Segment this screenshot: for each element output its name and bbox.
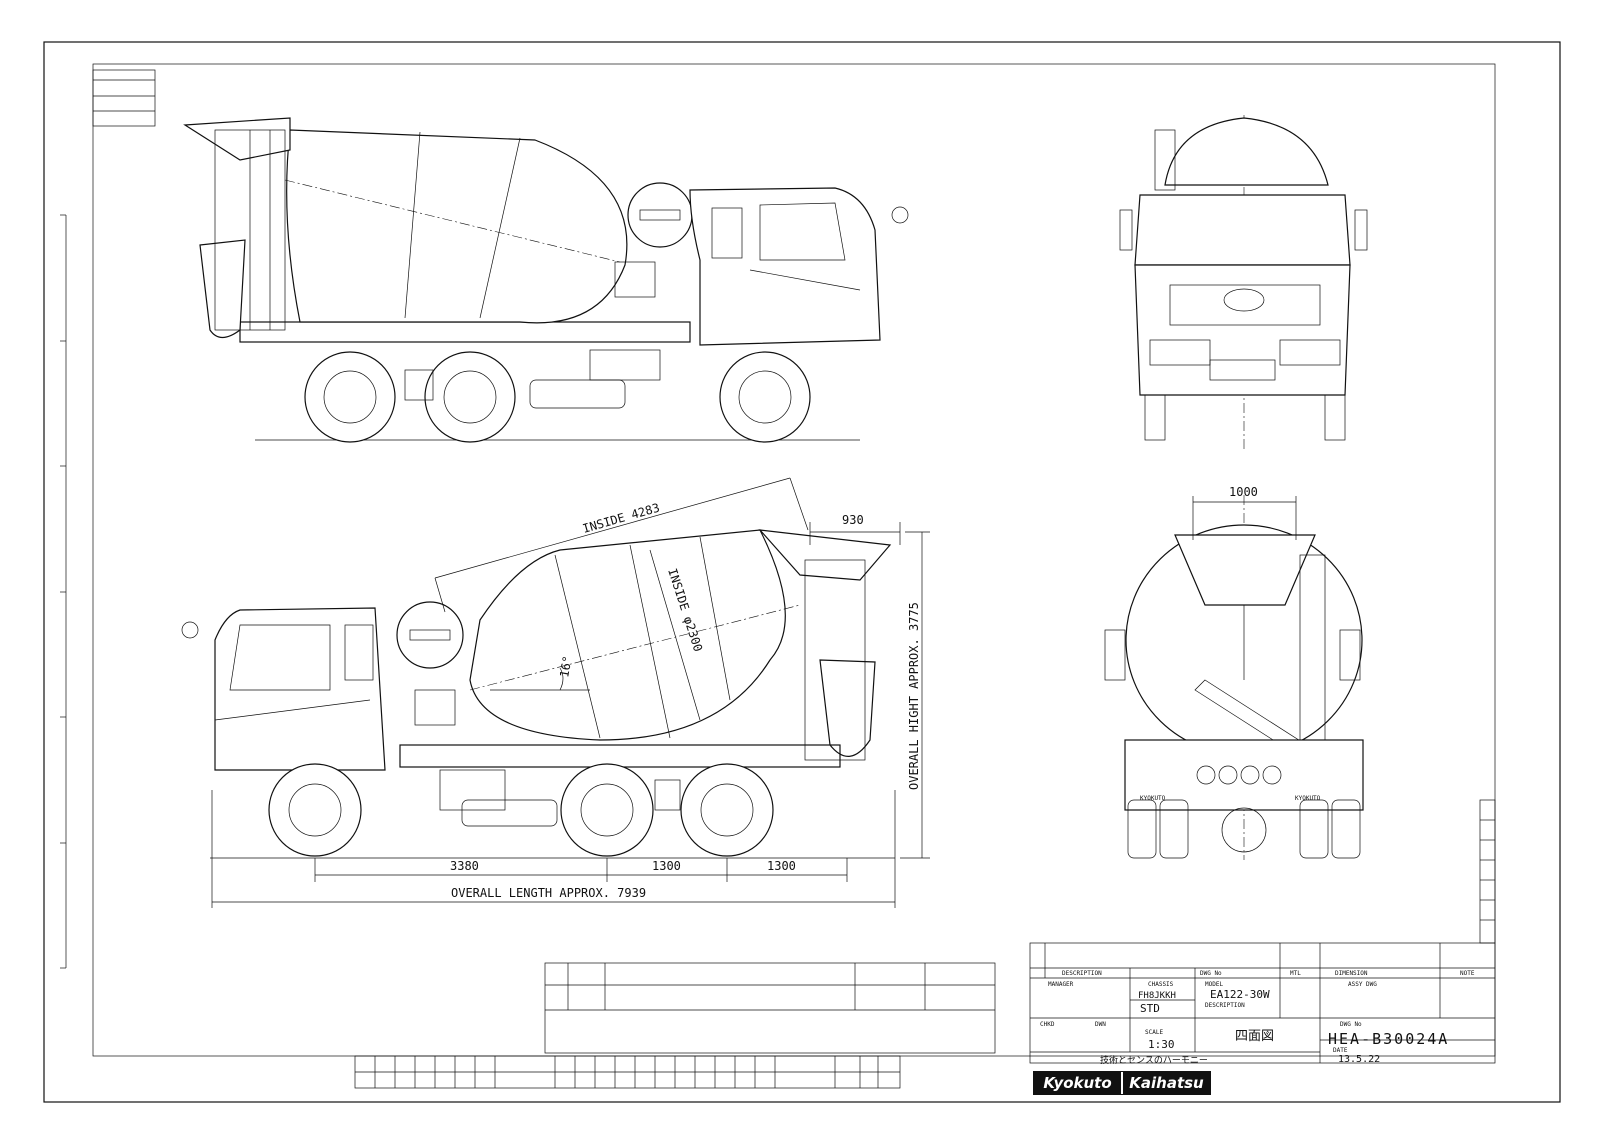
dim-chute-offset: 930: [842, 513, 864, 527]
tb-manager-label: MANAGER: [1048, 981, 1074, 988]
dim-overall-height: OVERALL HIGHT APPROX. 3775: [907, 602, 921, 790]
outer-border: [43, 41, 1561, 1103]
tb-dwn-label: DWN: [1095, 1021, 1106, 1028]
tb-model-value: EA122-30W: [1210, 988, 1270, 1001]
logo-right-text: Kaihatsu: [1121, 1072, 1210, 1094]
tb-std-value: STD: [1140, 1002, 1160, 1015]
tb-dwgno-header: DWG No: [1200, 970, 1222, 977]
tb-chkd-label: CHKD: [1040, 1021, 1055, 1028]
parts-strip: [354, 1055, 901, 1089]
badge-left: KYOKUTO: [1140, 795, 1166, 802]
tb-desc-label: DESCRIPTION: [1205, 1002, 1245, 1009]
scale-ruler: [60, 214, 67, 969]
badge-right: KYOKUTO: [1295, 795, 1321, 802]
title-block: DESCRIPTION DWG No MTL DIMENSION NOTE MA…: [1029, 799, 1496, 1066]
tb-date-value: 13.5.22: [1338, 1054, 1380, 1065]
dim-axle-2: 1300: [767, 859, 796, 873]
rear-view: KYOKUTO KYOKUTO 1000: [1104, 485, 1364, 860]
tb-model-label: MODEL: [1205, 981, 1223, 988]
tb-mtl-header: MTL: [1290, 970, 1301, 977]
tb-dimension-header: DIMENSION: [1335, 970, 1368, 977]
revision-table: [544, 962, 996, 1054]
tb-slogan: 技術とセンスのハーモニー: [1100, 1054, 1208, 1066]
tb-note-header: NOTE: [1460, 970, 1475, 977]
tb-desc-value: 四面図: [1235, 1029, 1274, 1044]
tb-scale-label: SCALE: [1145, 1029, 1163, 1036]
tb-assy-label: ASSY DWG: [1348, 981, 1377, 988]
front-view: [1119, 115, 1368, 450]
tb-dwgno-label: DWG No: [1340, 1021, 1362, 1028]
side-view-bottom: INSIDE 4283 INSIDE φ2300 16° 930 OVERALL…: [181, 477, 930, 908]
dim-drum-angle: 16°: [557, 655, 575, 679]
logo-left-text: Kyokuto: [1034, 1072, 1121, 1094]
tb-chassis-value: FH8JKKH: [1138, 991, 1176, 1001]
tb-date-label: DATE: [1333, 1047, 1348, 1054]
dim-overall-length: OVERALL LENGTH APPROX. 7939: [451, 886, 646, 900]
revision-box: [92, 69, 156, 127]
tb-chassis-label: CHASSIS: [1148, 981, 1174, 988]
kyokuto-kaihatsu-logo: Kyokuto Kaihatsu: [1033, 1071, 1211, 1095]
dim-rear-width: 1000: [1229, 485, 1258, 499]
dim-axle-1: 1300: [652, 859, 681, 873]
tb-scale-value: 1:30: [1148, 1038, 1175, 1051]
dim-wheelbase: 3380: [450, 859, 479, 873]
tb-dwgno-value: HEA-B30024A: [1328, 1030, 1449, 1048]
side-view-top: [183, 117, 909, 443]
tb-description-header: DESCRIPTION: [1062, 970, 1102, 977]
dim-drum-length: INSIDE 4283: [581, 501, 661, 536]
